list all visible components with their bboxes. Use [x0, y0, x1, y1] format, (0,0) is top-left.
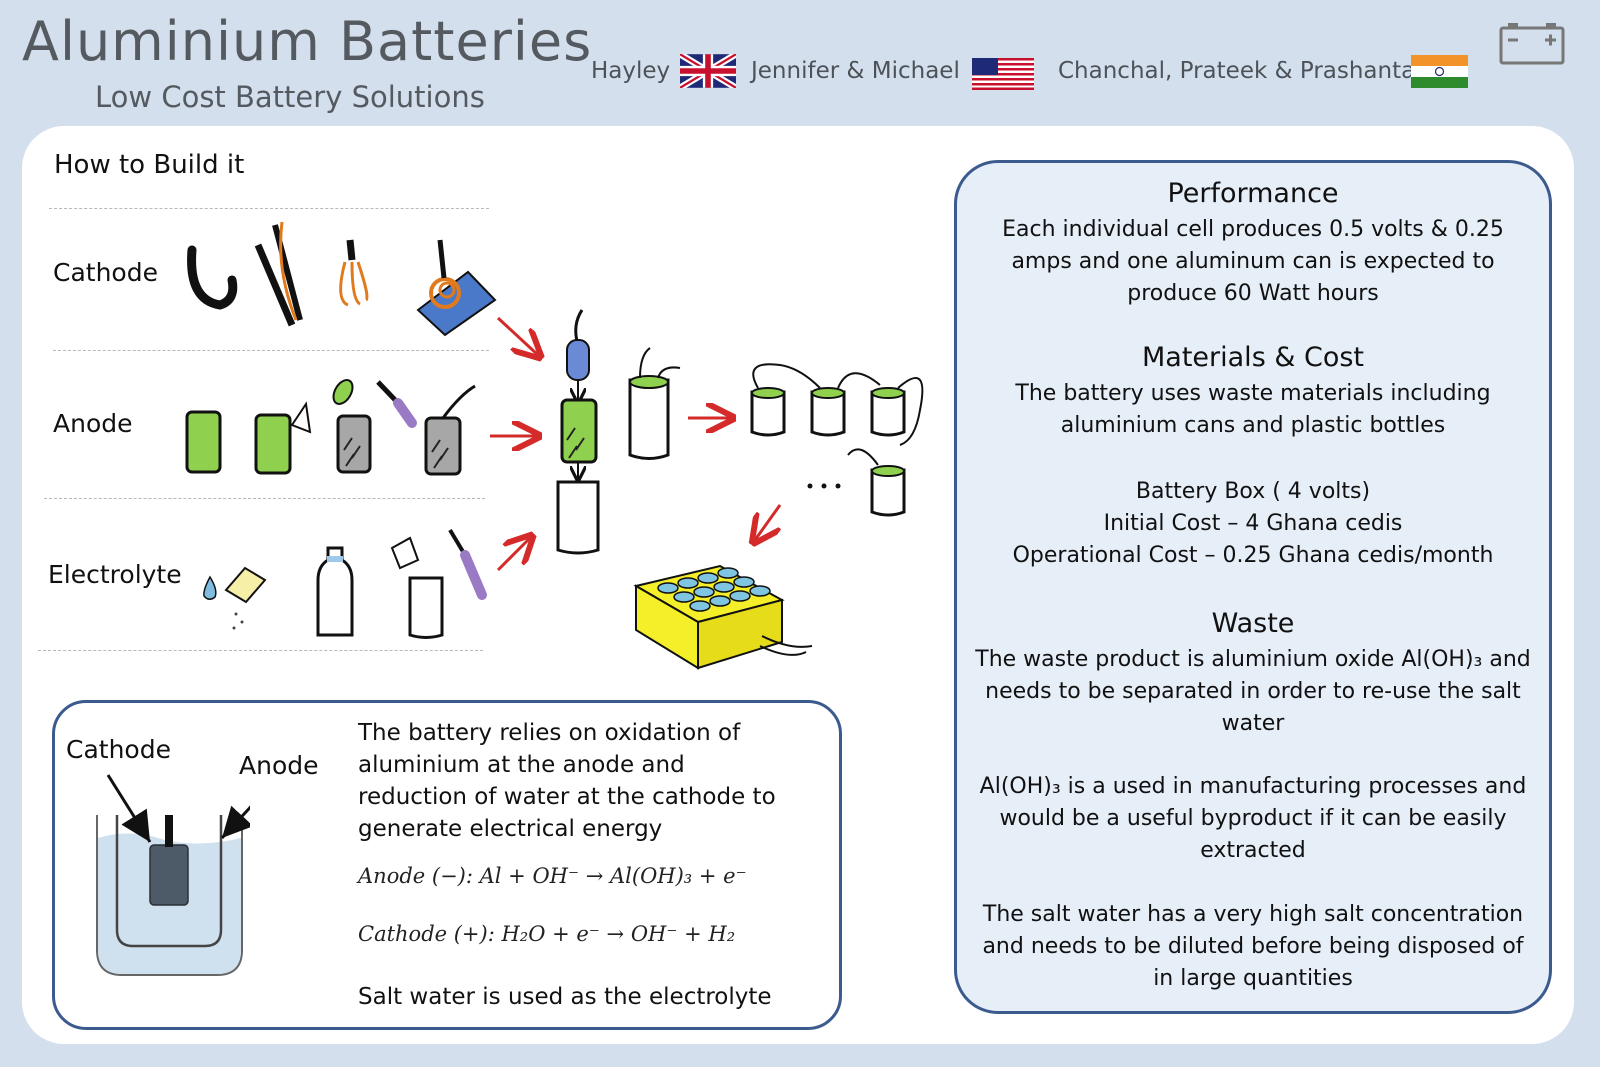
cathode-copper-strands-icon: [339, 239, 369, 307]
waste-text-3: The salt water has a very high salt conc…: [982, 902, 1524, 991]
team-name-hayley: Hayley: [591, 58, 671, 84]
electrolyte-note: Salt water is used as the electrolyte: [358, 984, 772, 1010]
info-panel: [954, 160, 1552, 1014]
india-flag-icon: [1411, 55, 1468, 88]
cell-cathode-label: Cathode: [66, 735, 171, 764]
row-label-anode: Anode: [53, 409, 133, 438]
cell-anode-label: Anode: [239, 751, 319, 780]
row-label-cathode: Cathode: [53, 258, 158, 287]
page-subtitle: Low Cost Battery Solutions: [95, 80, 485, 114]
waste-text-2: Al(OH)₃ is a used in manufacturing proce…: [979, 774, 1527, 863]
water-drop-icon: [203, 575, 217, 600]
operational-cost: Operational Cost – 0.25 Ghana cedis/mont…: [1012, 543, 1494, 568]
explanation-text: The battery relies on oxidation of alumi…: [358, 720, 776, 842]
materials-heading: Materials & Cost: [1142, 342, 1364, 373]
performance-text: Each individual cell produces 0.5 volts …: [1002, 217, 1504, 306]
divider: [53, 350, 489, 351]
battery-box-icon: [633, 564, 813, 670]
bottle-top-icon: [390, 536, 420, 570]
assembled-cell-icon: [628, 347, 681, 460]
build-diagram: [185, 221, 924, 670]
uk-flag-icon: [680, 54, 736, 88]
cell-cross-section-diagram: [96, 774, 250, 976]
team-name-jennifer-michael: Jennifer & Michael: [751, 58, 960, 84]
knife-icon: [448, 528, 487, 600]
battery-box-title: Battery Box ( 4 volts): [1135, 479, 1371, 504]
divider: [49, 208, 489, 209]
us-flag-icon: [972, 58, 1034, 90]
cathode-split-wire-icon: [254, 221, 303, 327]
plastic-bottle-icon: [316, 546, 354, 637]
waste-text-1: The waste product is aluminium oxide Al(…: [975, 647, 1531, 736]
anode-stripped-can-icon: [332, 379, 372, 474]
cathode-mesh-plate-icon: [416, 239, 497, 337]
anode-can-icon: [185, 410, 222, 474]
cell-chain-icon: [750, 363, 924, 517]
page-title: Aluminium Batteries: [22, 10, 593, 73]
materials-text: The battery uses waste materials includi…: [1015, 381, 1491, 438]
knife-icon: [376, 380, 417, 428]
performance-heading: Performance: [1167, 178, 1339, 209]
cut-bottle-icon: [408, 576, 444, 639]
team-name-chanchal-prateek-prashanta: Chanchal, Prateek & Prashanta: [1058, 58, 1416, 84]
assembled-cell-exploded-icon: [556, 309, 600, 555]
build-section-title: How to Build it: [54, 150, 245, 180]
anode-wired-can-icon: [424, 384, 476, 476]
waste-heading: Waste: [1211, 608, 1295, 639]
divider: [38, 650, 483, 651]
cathode-equation: Cathode (+): H₂O + e⁻ → OH⁻ + H₂: [358, 922, 736, 946]
anode-cut-can-icon: [254, 401, 312, 475]
battery-icon: [1499, 23, 1565, 65]
anode-equation: Anode (−): Al + OH⁻ → Al(OH)₃ + e⁻: [358, 864, 747, 888]
cathode-wire-icon: [187, 245, 238, 310]
salt-packet-icon: [224, 566, 267, 630]
initial-cost: Initial Cost – 4 Ghana cedis: [1103, 511, 1403, 536]
row-label-electrolyte: Electrolyte: [48, 560, 182, 589]
divider: [44, 498, 485, 499]
